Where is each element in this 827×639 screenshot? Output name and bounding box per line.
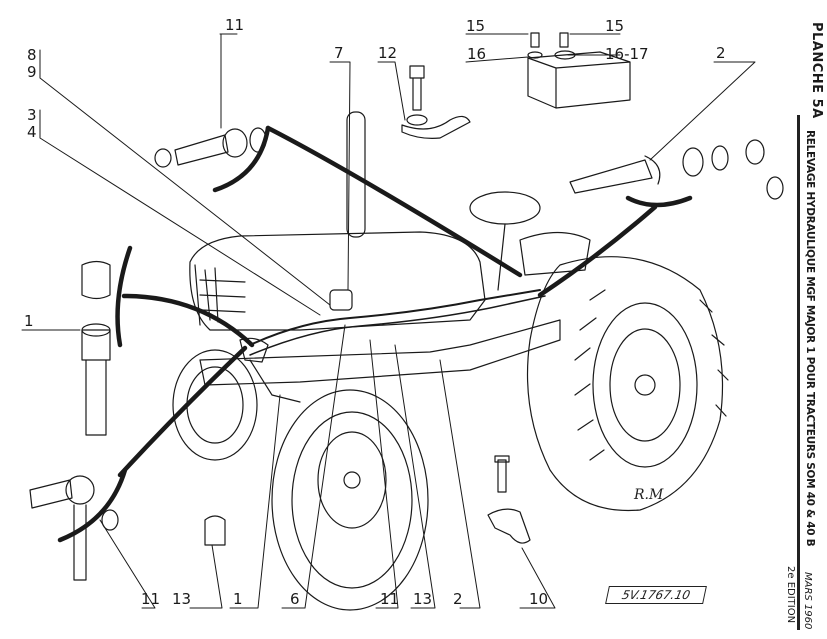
detail-arcs <box>57 125 693 543</box>
callout-2-bottom: 2 <box>453 590 463 608</box>
tractor-illustration <box>29 32 784 611</box>
callout-11-top: 11 <box>225 16 245 34</box>
plate-date: MARS 1960 <box>802 572 813 630</box>
callout-15-left: 15 <box>466 17 486 35</box>
reference-code-box: 5V.1767.10 <box>605 586 707 604</box>
callout-7: 7 <box>334 44 344 62</box>
callout-8: 8 <box>27 46 37 64</box>
leader-lines <box>21 33 756 609</box>
callout-11-bottom-left: 11 <box>141 590 161 608</box>
callout-13-bottom: 13 <box>413 590 433 608</box>
callout-11-bottom: 11 <box>380 590 400 608</box>
callout-12: 12 <box>378 44 398 62</box>
callout-6: 6 <box>290 590 300 608</box>
title-rule <box>797 115 800 630</box>
callout-2-top: 2 <box>716 44 726 62</box>
artist-signature: R.M <box>634 487 664 503</box>
callout-1-bottom: 1 <box>233 590 243 608</box>
callout-1-left: 1 <box>24 312 34 330</box>
callout-16-17: 16-17 <box>605 45 649 63</box>
plate-edition: 2e EDITION <box>785 566 796 624</box>
callout-3: 3 <box>27 106 37 124</box>
callout-13-bottom-left: 13 <box>172 590 192 608</box>
plate-title: RELEVAGE HYDRAULIQUE MGF MAJOR 1 POUR TR… <box>804 130 816 547</box>
plate-number: PLANCHE 5A <box>809 22 824 119</box>
callout-10: 10 <box>529 590 549 608</box>
callout-4: 4 <box>27 123 37 141</box>
reference-code: 5V.1767.10 <box>620 588 692 602</box>
callout-16: 16 <box>467 45 487 63</box>
callout-15-right: 15 <box>605 17 625 35</box>
callout-9: 9 <box>27 63 37 81</box>
